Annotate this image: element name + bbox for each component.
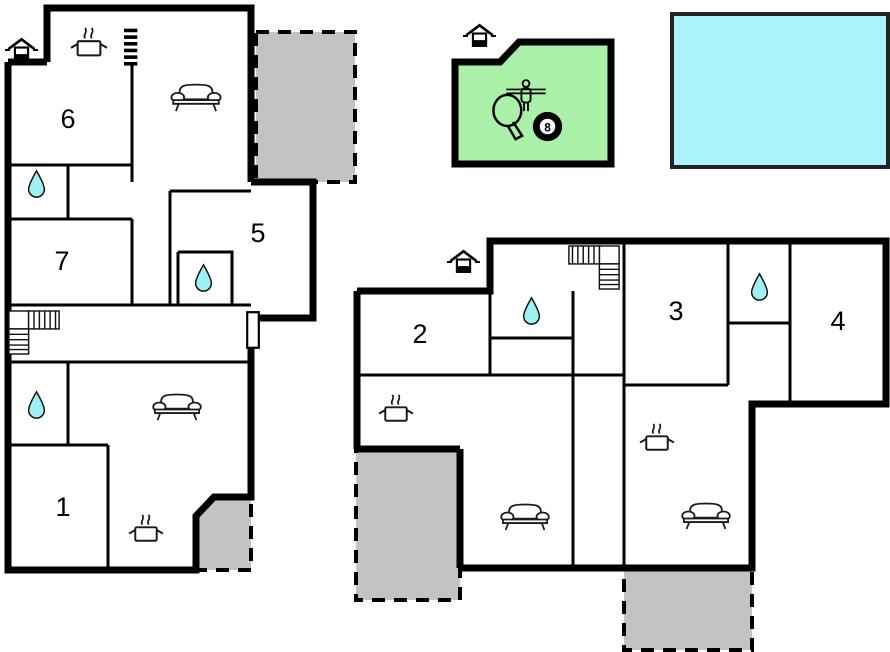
left-outer-wall-main [4, 58, 317, 574]
entrance-icon [5, 37, 38, 62]
terrace-upper-right [254, 30, 357, 184]
swimming-pool-water [670, 12, 890, 169]
left-inner-wall-room5 [168, 189, 251, 305]
left-inner-wall-bath5 [176, 250, 234, 305]
right-inner-wall-room3 [624, 241, 730, 387]
left-inner-wall-bath-upper [8, 165, 132, 221]
building-right: 2 3 4 [353, 237, 890, 652]
room-number-4: 4 [830, 306, 845, 336]
building-left: 6 7 5 1 [4, 4, 357, 574]
left-floor-block5 [170, 191, 313, 318]
door-icon[interactable] [246, 311, 260, 349]
left-floor-main [8, 62, 313, 570]
billiard-ball-icon [532, 111, 563, 142]
right-inner-wall-room2 [357, 291, 624, 377]
room-number-3: 3 [668, 296, 683, 326]
entrance-icon [447, 249, 480, 274]
right-floor-lower [460, 404, 752, 568]
room-number-6: 6 [60, 104, 75, 134]
right-outer-wall [353, 237, 890, 572]
left-inner-wall-room6 [8, 62, 134, 182]
terrace-bottom [622, 566, 754, 652]
left-outer-wall-upper [43, 4, 255, 182]
room-number-7: 7 [54, 246, 69, 276]
room-number-2: 2 [412, 319, 427, 349]
right-inner-wall-bath2 [490, 291, 575, 375]
swimming-pool [670, 12, 890, 169]
room-number-5: 5 [250, 218, 265, 248]
games-room [451, 23, 615, 168]
left-inner-wall-room7 [8, 219, 251, 307]
entrance-icon [463, 23, 496, 48]
left-inner-wall-bath-lower [8, 362, 110, 570]
terrace-left-lower [354, 447, 462, 602]
right-inner-wall-bath34 [728, 241, 792, 404]
games-room-floor [451, 38, 615, 168]
room-number-1: 1 [55, 492, 70, 522]
